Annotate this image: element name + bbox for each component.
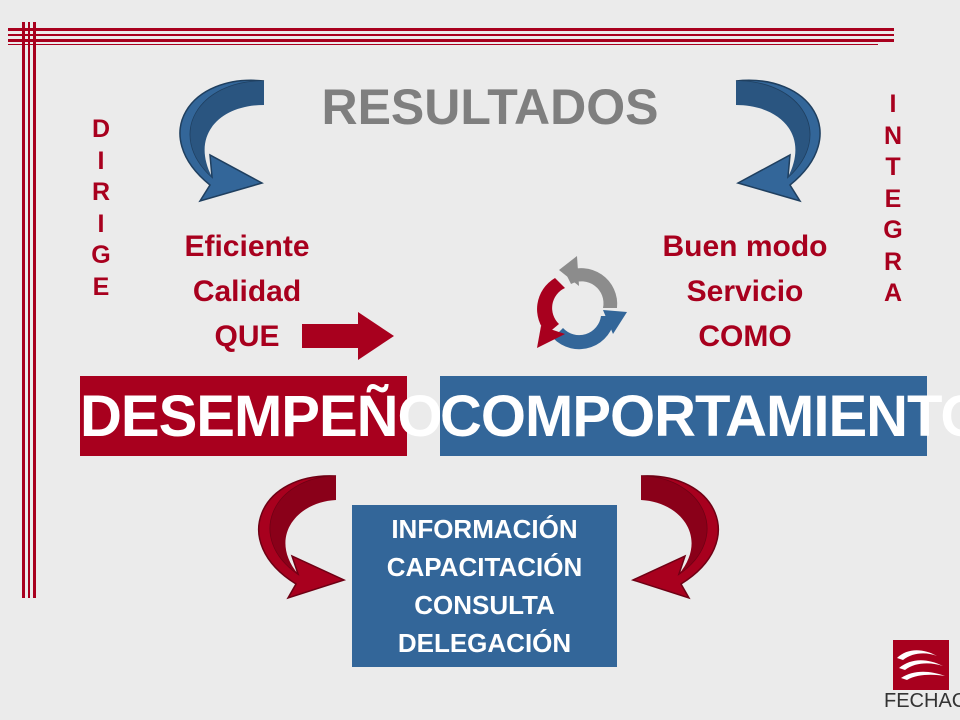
vertical-letter: N [883, 121, 903, 150]
box-bottom-list: INFORMACIÓN CAPACITACIÓN CONSULTA DELEGACIÓ… [352, 505, 617, 667]
frame-line-left-1 [22, 22, 25, 598]
vertical-letter: D [91, 115, 111, 143]
box-comportamiento: COMPORTAMIENTO [440, 376, 960, 456]
vertical-letter: I [97, 209, 105, 238]
vertical-letter: E [92, 272, 110, 301]
vertical-letter: G [91, 241, 111, 269]
fechac-logo-icon [893, 640, 949, 690]
attribute-line: COMO [698, 320, 792, 353]
frame-line-top-1 [8, 28, 894, 31]
right-arrow-icon [302, 312, 394, 360]
frame-line-top-3 [8, 39, 894, 42]
curved-arrow-top-right-icon [735, 79, 821, 203]
frame-line-top-2 [8, 34, 894, 36]
vertical-letter: I [97, 146, 105, 175]
vertical-letter: G [883, 216, 903, 244]
attribute-line: QUE [214, 320, 280, 353]
frame-line-top-4 [8, 44, 878, 45]
bottom-list-item: INFORMACIÓN [391, 514, 578, 544]
attribute-line: Calidad [192, 275, 302, 308]
bottom-list-item: CAPACITACIÓN [386, 552, 583, 582]
frame-line-left-3 [33, 22, 36, 598]
attribute-line: Buen modo [662, 230, 828, 263]
attribute-line: Eficiente [184, 230, 310, 263]
bottom-list-item: CONSULTA [414, 590, 555, 620]
curved-arrow-bottom-left-icon [257, 475, 347, 600]
attribute-line: Servicio [686, 275, 804, 308]
bottom-list-item: DELEGACIÓN [397, 628, 572, 658]
curved-arrow-bottom-right-icon [630, 475, 720, 600]
vertical-letter: R [91, 178, 111, 206]
vertical-letter: R [883, 247, 903, 276]
cycle-icon [537, 256, 627, 350]
frame-line-left-2 [28, 22, 30, 598]
fechac-logo-text: FECHAC [884, 690, 960, 712]
title-resultados: RESULTADOS [321, 79, 659, 135]
vertical-letter: I [889, 90, 897, 118]
vertical-letter: A [883, 279, 903, 307]
box-desempeno: DESEMPEÑO [80, 376, 443, 456]
vertical-letter: T [885, 153, 901, 181]
vertical-letter: E [884, 184, 902, 213]
curved-arrow-top-left-icon [179, 79, 265, 203]
